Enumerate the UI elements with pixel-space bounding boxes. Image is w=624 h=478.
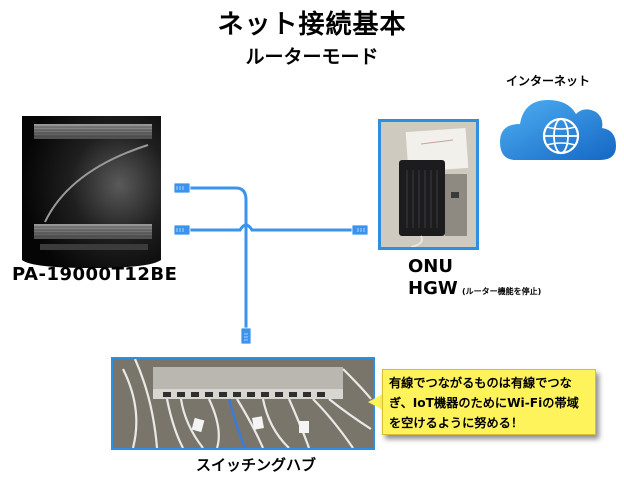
callout-note: 有線でつながるものは有線でつなぎ、IoT機器のためにWi-Fiの帯域を空けるよう…	[382, 369, 596, 435]
ethernet-cables	[188, 186, 354, 330]
hgw-label: HGW	[408, 278, 458, 299]
switching-hub-label: スイッチングハブ	[196, 456, 317, 474]
switching-hub-photo	[111, 357, 375, 450]
page-subtitle: ルーターモード	[245, 46, 379, 68]
callout-tail	[368, 394, 383, 410]
hgw-note: (ルーター機能を停止)	[462, 287, 542, 296]
cloud-globe-icon	[500, 100, 616, 160]
onu-label: ONU	[408, 256, 453, 277]
page-title: ネット接続基本	[217, 10, 407, 40]
pa-device-label: PA-19000T12BE	[12, 264, 178, 285]
pa-device-image	[22, 116, 161, 268]
internet-label: インターネット	[506, 74, 591, 88]
ethernet-plug-icon	[173, 182, 369, 345]
onu-hgw-photo	[378, 119, 479, 250]
